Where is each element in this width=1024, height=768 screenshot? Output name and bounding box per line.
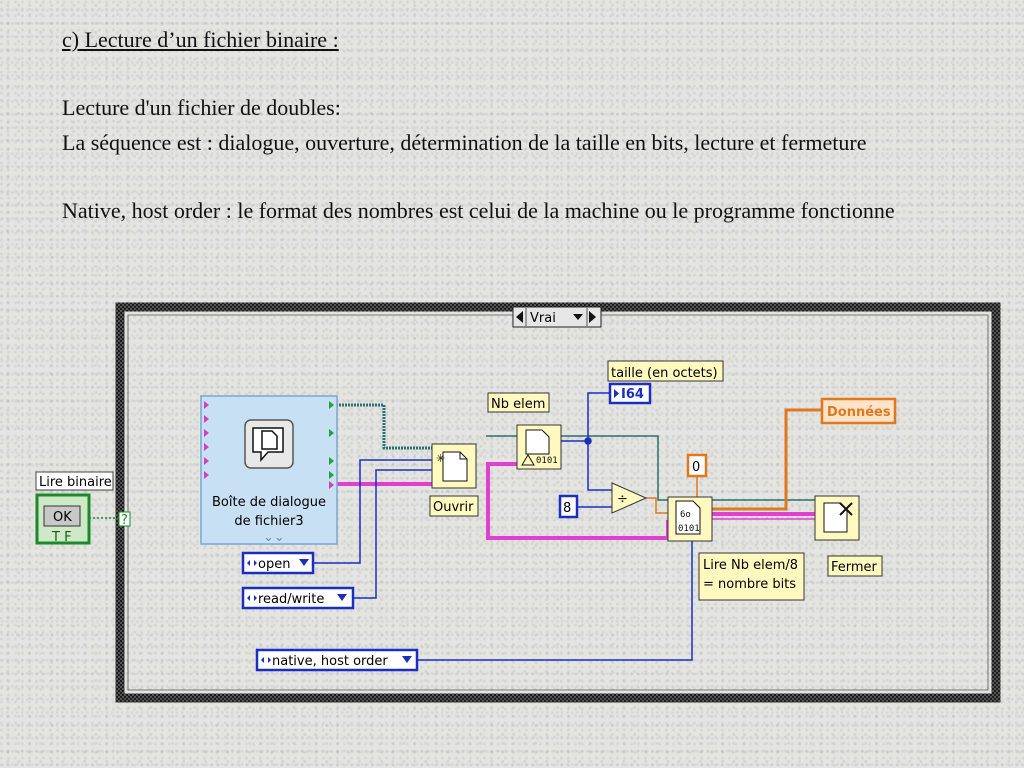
byte-order-ring[interactable]: native, host order	[255, 648, 419, 672]
dialog-name-line1: Boîte de dialogue	[212, 495, 326, 510]
open-mode-ring[interactable]: open	[241, 551, 315, 575]
slide-title: c) Lecture d’un fichier binaire :	[62, 27, 339, 52]
open-sparkle-icon: ✳	[436, 453, 445, 465]
lire-binaire-control[interactable]: Lire binaire OK T F ?	[35, 471, 131, 545]
tf-label: T F	[51, 530, 72, 545]
open-file-node[interactable]: ✳	[431, 443, 477, 489]
access-mode-ring[interactable]: read/write	[241, 586, 355, 610]
dropdown-arrow-icon	[299, 559, 309, 566]
donnees-indicator: Données	[820, 397, 897, 425]
wires	[89, 392, 822, 661]
case-dropdown-icon	[573, 314, 583, 320]
close-file-node[interactable]	[814, 495, 860, 541]
open-mode-label: open	[258, 557, 290, 572]
i64-label: I64	[621, 387, 644, 402]
ok-button[interactable]	[43, 505, 81, 527]
file-refnum-wire	[336, 462, 815, 540]
prev-case-icon[interactable]	[516, 311, 523, 323]
open-label: Ouvrir	[433, 500, 474, 515]
case-selector[interactable]: Vrai	[512, 306, 602, 328]
unknown-indicator: ?	[121, 513, 128, 528]
constant-8[interactable]: 8	[558, 494, 579, 519]
next-case-icon[interactable]	[589, 311, 596, 323]
lire-binaire-label: Lire binaire	[39, 475, 112, 490]
svg-text:0101: 0101	[536, 456, 558, 466]
numeric-wire	[646, 408, 822, 514]
get-file-size-node[interactable]: 0101	[516, 424, 562, 470]
svg-text:0101: 0101	[678, 524, 700, 534]
case-selector-label: Vrai	[530, 311, 556, 326]
read-label-line1: Lire Nb elem/8	[703, 558, 798, 573]
native-paragraph: Native, host order : le format des nombr…	[62, 198, 895, 223]
unknown-tunnel	[118, 511, 131, 527]
read-label-line2: = nombre bits	[703, 577, 796, 592]
constant-0-value: 0	[692, 460, 700, 475]
read-glasses-icon: 6o	[680, 510, 691, 520]
donnees-label: Données	[827, 405, 891, 420]
dropdown-arrow-icon	[402, 656, 412, 663]
dialog-name-line2: de fichier3	[234, 514, 303, 529]
file-dialog-node[interactable]: Boîte de dialogue de fichier3 ⌄⌄	[200, 395, 338, 545]
byte-order-label: native, host order	[272, 654, 388, 669]
ok-button-label: OK	[53, 510, 72, 525]
read-binary-node[interactable]: 6o 0101	[667, 496, 713, 542]
nb-elem-label: Nb elem	[491, 397, 545, 412]
taille-label: taille (en octets)	[611, 366, 718, 381]
taille-indicator: I64	[608, 382, 652, 405]
dropdown-arrow-icon	[337, 594, 347, 601]
integer-wire	[313, 392, 693, 661]
constant-0[interactable]: 0	[686, 453, 708, 478]
close-x-icon	[839, 502, 853, 516]
file-dialog-icon	[244, 419, 294, 469]
intro-line: Lecture d'un fichier de doubles:	[62, 95, 341, 120]
divide-node[interactable]: ÷	[611, 482, 648, 514]
sequence-paragraph: La séquence est : dialogue, ouverture, d…	[62, 130, 867, 155]
close-label: Fermer	[831, 560, 878, 575]
expand-chevron-icon: ⌄⌄	[263, 530, 285, 545]
divide-icon: ÷	[617, 492, 628, 507]
access-mode-label: read/write	[258, 592, 324, 607]
constant-8-value: 8	[563, 501, 571, 516]
path-wire	[336, 403, 815, 501]
